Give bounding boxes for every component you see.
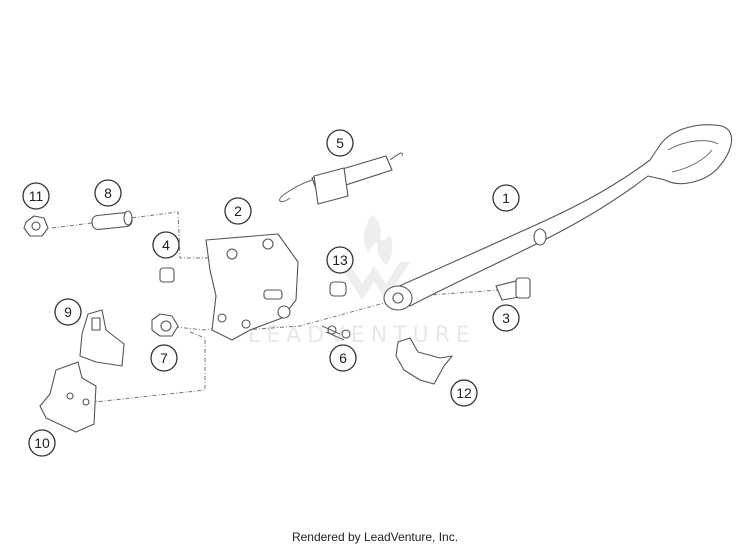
callout-8: 8 xyxy=(94,179,122,207)
part-5-spring xyxy=(279,152,403,205)
callout-6: 6 xyxy=(329,344,357,372)
part-8-spacer xyxy=(91,210,133,231)
part-1-kickstand xyxy=(383,124,733,311)
svg-text:2: 2 xyxy=(234,203,242,219)
svg-text:10: 10 xyxy=(34,435,50,451)
svg-text:6: 6 xyxy=(339,350,347,366)
part-3-bolt xyxy=(495,277,531,301)
callout-4: 4 xyxy=(152,231,180,259)
svg-text:1: 1 xyxy=(502,190,510,206)
part-10-bracket xyxy=(39,361,97,433)
part-11-nut xyxy=(23,215,49,237)
svg-text:7: 7 xyxy=(160,350,168,366)
svg-text:9: 9 xyxy=(64,304,72,320)
footer-credit: Rendered by LeadVenture, Inc. xyxy=(291,530,459,544)
svg-text:13: 13 xyxy=(332,252,348,268)
callout-12: 12 xyxy=(450,379,478,407)
callout-10: 10 xyxy=(28,429,56,457)
svg-text:12: 12 xyxy=(456,385,472,401)
part-13-bushing xyxy=(329,281,347,297)
callout-3: 3 xyxy=(492,304,520,332)
part-6-bolts xyxy=(321,325,351,341)
part-12-switch-bracket xyxy=(395,337,453,385)
callout-1: 1 xyxy=(492,184,520,212)
callout-11: 11 xyxy=(22,182,50,210)
svg-text:5: 5 xyxy=(336,135,344,151)
svg-text:LEADVENTURE: LEADVENTURE xyxy=(248,323,476,348)
part-4-screw xyxy=(159,267,175,283)
svg-text:11: 11 xyxy=(29,188,44,204)
part-2-bracket xyxy=(205,233,299,341)
part-9-clip xyxy=(79,309,125,367)
callout-7: 7 xyxy=(150,344,178,372)
svg-text:8: 8 xyxy=(104,185,112,201)
callout-13: 13 xyxy=(326,246,354,274)
callout-2: 2 xyxy=(224,197,252,225)
callout-9: 9 xyxy=(54,298,82,326)
svg-text:4: 4 xyxy=(162,237,170,253)
svg-text:3: 3 xyxy=(502,310,510,326)
part-7-nut xyxy=(151,313,179,337)
callout-5: 5 xyxy=(326,129,354,157)
